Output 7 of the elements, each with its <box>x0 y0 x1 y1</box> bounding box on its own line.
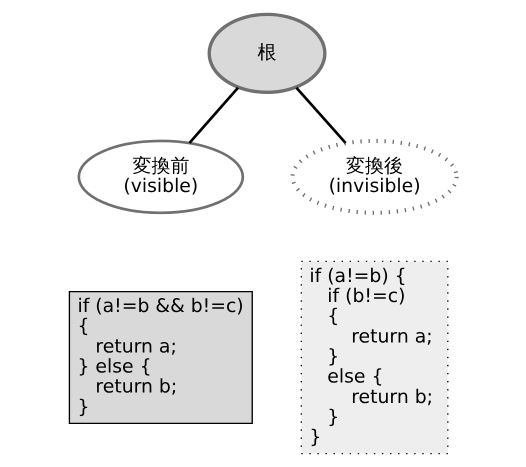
node-ellipse: 根 <box>208 12 327 94</box>
node-box: if (a!=b && b!=c) { return a; } else { return b; } <box>68 290 253 424</box>
node-ellipse: 変換後 (invisible) <box>290 138 459 214</box>
connector <box>188 86 240 144</box>
node-box: if (a!=b) { if (b!=c) { return a; } else { return b; } } <box>300 260 449 454</box>
node-ellipse: 変換前 (visible) <box>77 139 244 214</box>
connector <box>295 86 347 144</box>
